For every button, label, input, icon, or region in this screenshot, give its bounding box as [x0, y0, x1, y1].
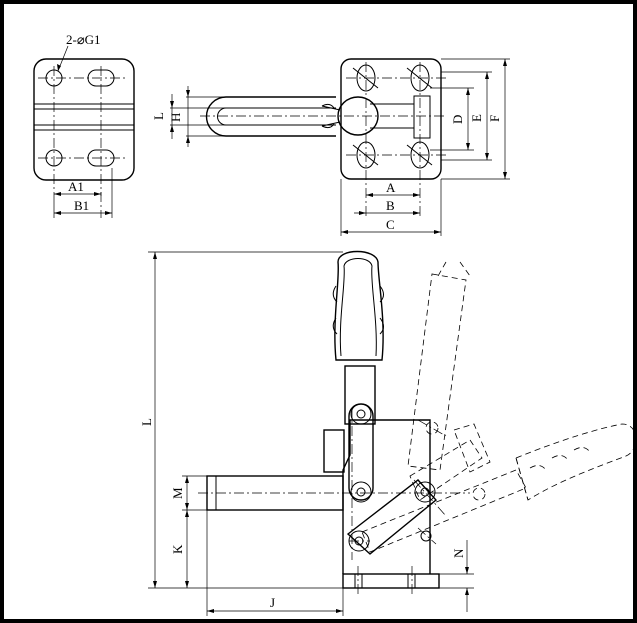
label-b: B	[386, 198, 395, 213]
ghost-handle-raised	[407, 273, 467, 471]
body-plate	[340, 58, 442, 180]
label-m: M	[170, 487, 185, 499]
label-h: H	[168, 113, 183, 122]
label-l-side: L	[139, 418, 154, 426]
drawing-sheet: 2-⌀G1 A1 B1	[4, 4, 637, 619]
clamp-body	[342, 419, 431, 574]
label-b1: B1	[74, 198, 89, 213]
label-a1: A1	[68, 179, 84, 194]
label-e: E	[469, 114, 484, 122]
label-a: A	[386, 180, 396, 195]
link-arm-lower	[346, 479, 438, 555]
base-plate-view: 2-⌀G1 A1 B1	[33, 32, 135, 218]
pivot-mid	[350, 481, 372, 503]
ghost-pivot	[472, 487, 486, 501]
label-g1: 2-⌀G1	[66, 32, 101, 47]
label-c: C	[386, 217, 395, 232]
label-d: D	[450, 115, 465, 124]
ghost-arm-lowered	[361, 469, 527, 553]
top-view: H L D E F A B C	[151, 58, 510, 236]
label-l-top: L	[151, 112, 166, 120]
side-boss	[323, 429, 345, 473]
label-n: N	[451, 548, 466, 558]
label-f: F	[487, 115, 502, 122]
rail-block	[413, 95, 431, 139]
label-j: J	[270, 595, 275, 610]
arm-end-cap	[205, 96, 227, 137]
handle-grip	[334, 250, 384, 361]
pivot-right	[414, 481, 436, 503]
pivot-top	[350, 403, 372, 425]
ghost-boss	[453, 423, 491, 473]
base-plate-outline	[33, 58, 135, 181]
ghost-handle-lowered	[515, 423, 637, 501]
pivot-knob	[337, 96, 379, 136]
base-foot	[342, 573, 440, 589]
label-k: K	[170, 544, 185, 554]
pivot-small	[420, 530, 432, 542]
side-view: L M K N J	[139, 250, 637, 616]
